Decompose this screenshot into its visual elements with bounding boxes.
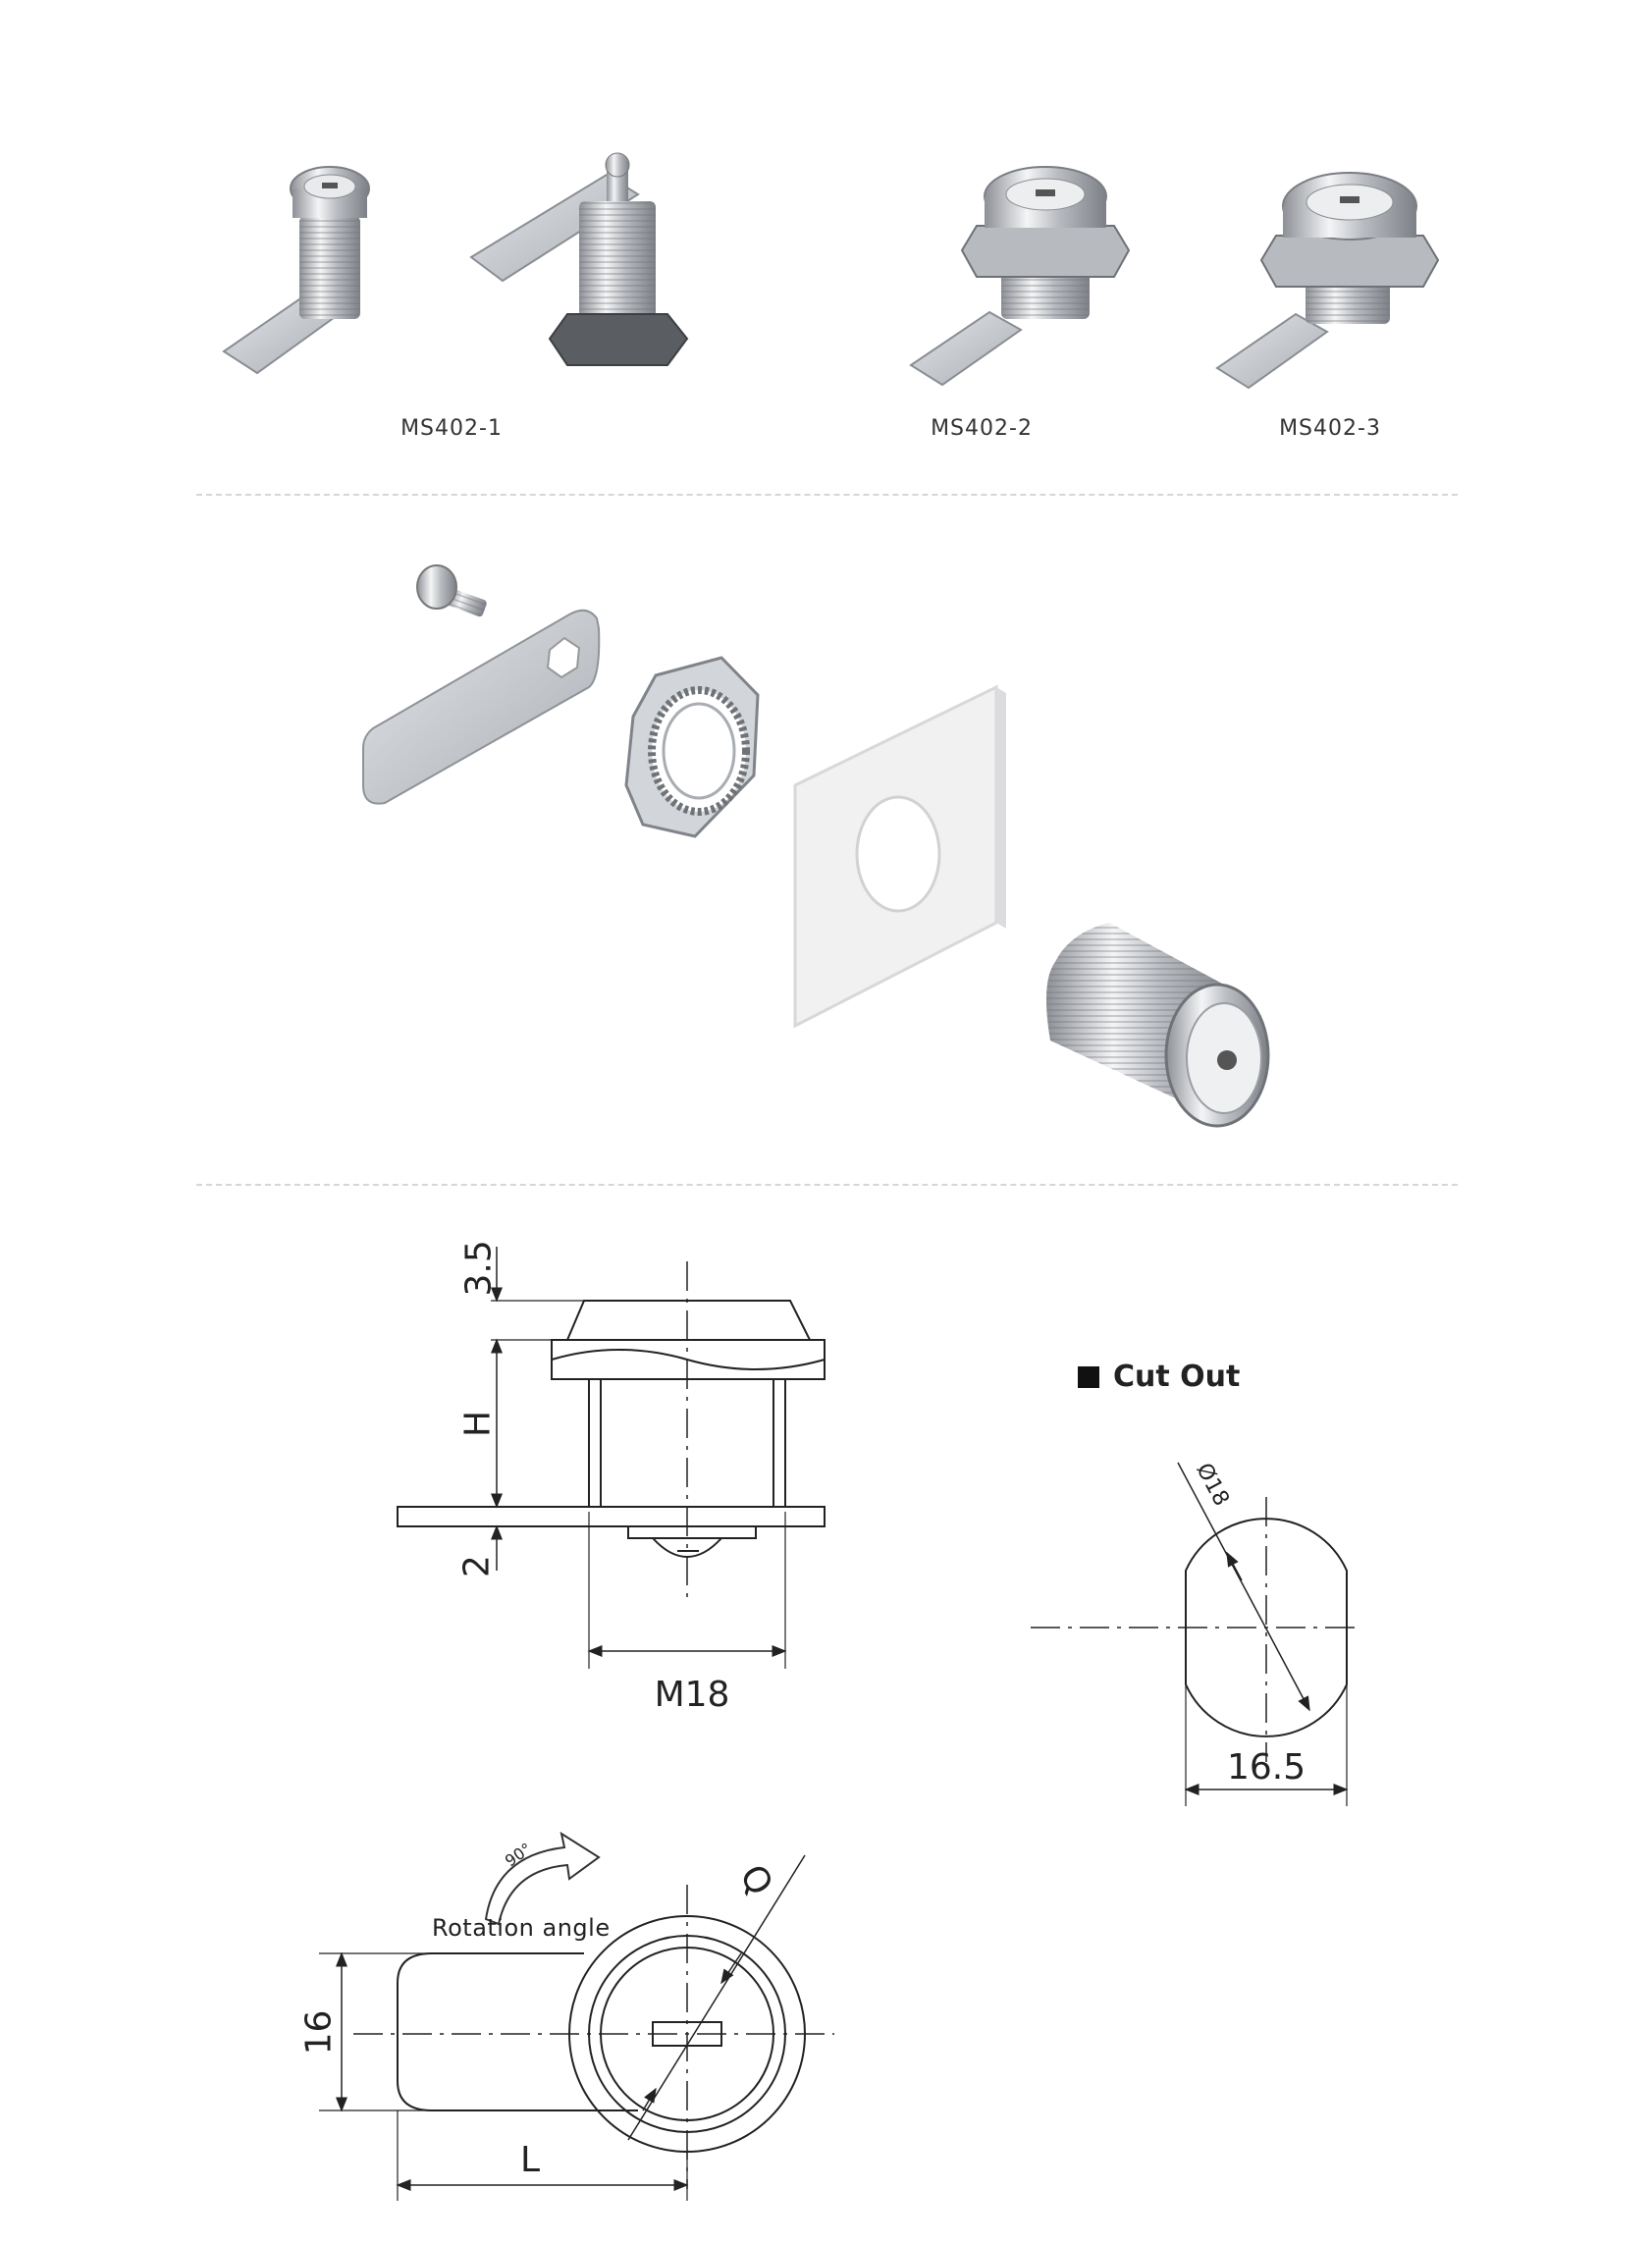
dim-cam-width-16: 16 [298,2009,340,2056]
side-view-drawing [397,1247,826,1669]
lock-cylinder-part [1046,923,1270,1128]
rotation-angle-label: Rotation angle [432,1914,611,1942]
dim-cam-length-l: L [519,2140,541,2180]
product-label-ms402-3: MS402-3 [1279,416,1381,441]
dim-width-16-5: 16.5 [1227,1747,1306,1788]
screw-part [416,564,487,617]
cut-out-drawing [1031,1462,1359,1806]
cut-out-title: Cut Out [1113,1360,1241,1394]
section-divider-2 [196,1184,1458,1186]
section-divider-1 [196,494,1458,496]
cam-plate-part [362,609,601,805]
product-label-ms402-2: MS402-2 [931,416,1033,441]
hex-nut-part [624,656,760,838]
rotation-arrow-icon [484,1831,601,1926]
square-bullet-icon [1078,1366,1099,1388]
panel-part [793,684,1006,1029]
dim-height-h: H [457,1410,499,1438]
dim-thread-m18: M18 [654,1675,730,1715]
dim-cam-2: 2 [456,1555,498,1577]
front-view-drawing [319,1831,834,2201]
dim-top-3-5: 3.5 [458,1240,500,1297]
product-label-ms402-1: MS402-1 [400,416,503,441]
cut-out-heading: Cut Out [1078,1360,1240,1394]
